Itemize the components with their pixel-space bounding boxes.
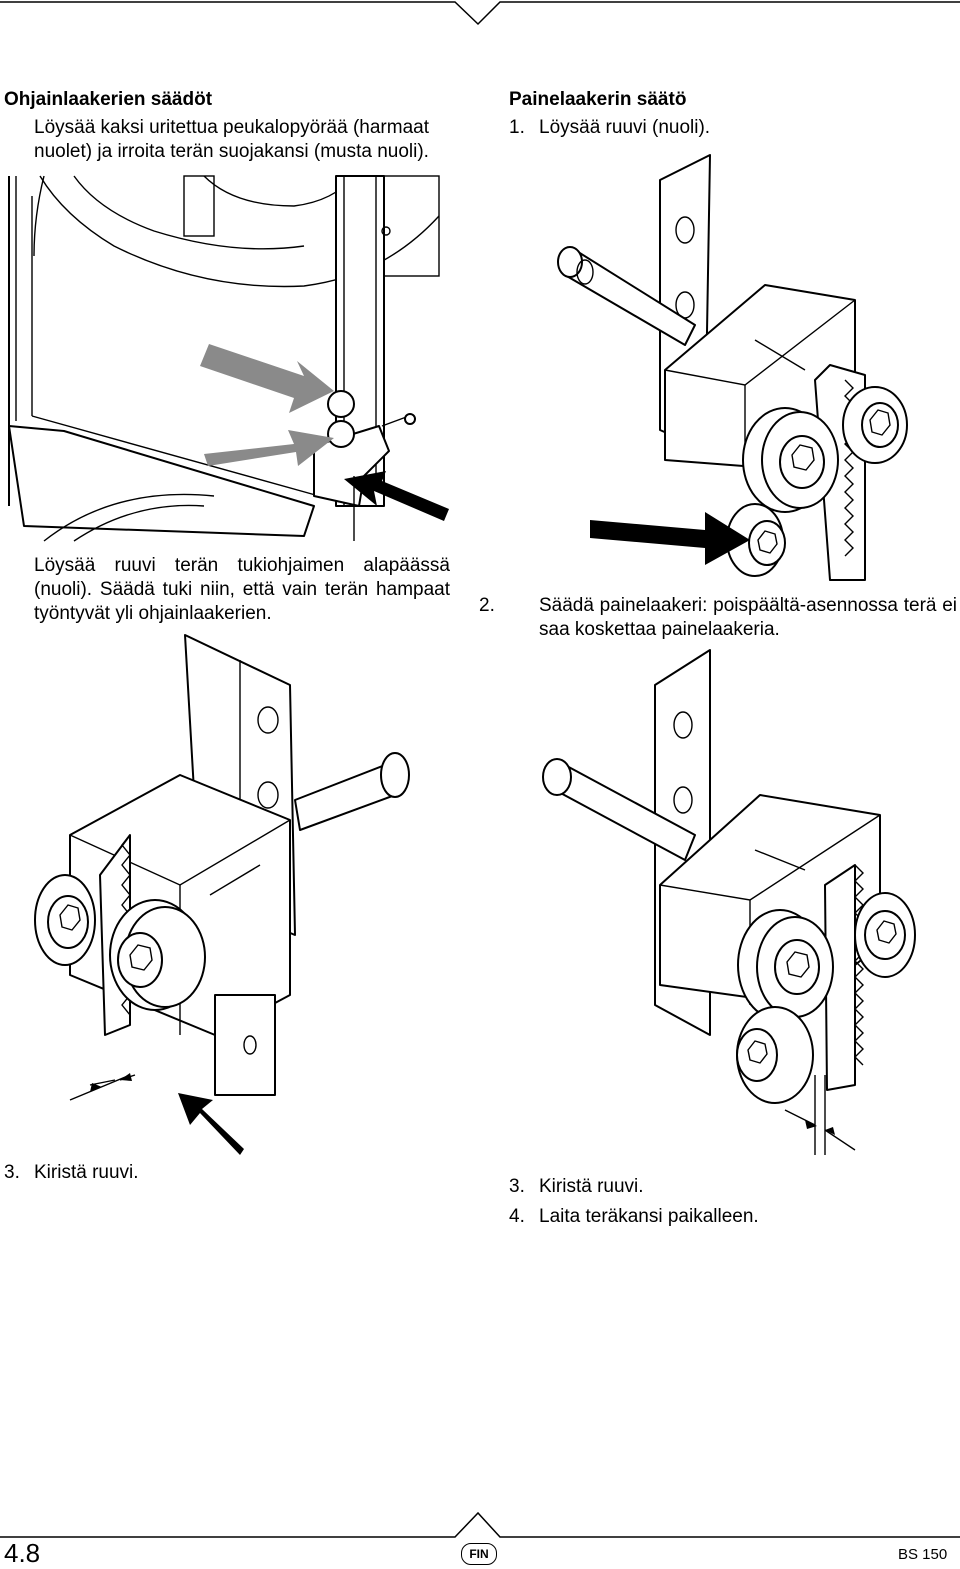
right-step-3-num: 3. (509, 1176, 525, 1197)
right-step-2: 2. Säädä painelaakeri: poispäältä-asennos… (479, 594, 957, 642)
left-step-1-num: 1. (4, 116, 34, 140)
illustration-side-guide (34, 634, 410, 1155)
model-label: BS 150 (898, 1546, 948, 1563)
illustration-guard-removal (4, 175, 449, 542)
right-heading: Painelaakerin säätö (509, 89, 687, 110)
illustration-pressure-bearing-1 (557, 154, 908, 581)
right-step-3-text: Kiristä ruuvi. (539, 1176, 644, 1197)
left-step-2: 2.Löysää ruuvi terän tukiohjaimen alapää… (4, 554, 450, 626)
left-step-3-text: Kiristä ruuvi. (34, 1162, 139, 1183)
left-step-2-text: Löysää ruuvi terän tukiohjaimen alapääss… (34, 555, 450, 624)
left-step-3-num: 3. (4, 1162, 20, 1183)
right-step-2-text: Säädä painelaakeri: poispäältä-asennossa… (539, 595, 957, 640)
header-rule (0, 1, 960, 26)
right-step-1: 1. Löysää ruuvi (nuoli). (509, 116, 955, 140)
right-step-4: 4. Laita teräkansi paikalleen. (509, 1205, 955, 1229)
left-step-1-text: Löysää kaksi uritettua peukalopyörää (ha… (34, 117, 430, 162)
right-step-3: 3. Kiristä ruuvi. (509, 1175, 955, 1199)
left-step-2-num: 2. (4, 554, 34, 578)
right-step-4-num: 4. (509, 1206, 525, 1227)
left-heading: Ohjainlaakerien säädöt (4, 89, 213, 110)
right-step-4-text: Laita teräkansi paikalleen. (539, 1206, 759, 1227)
page-number: 4.8 (4, 1538, 41, 1568)
right-step-1-num: 1. (509, 117, 525, 138)
illustration-pressure-bearing-2 (542, 649, 916, 1155)
right-step-2-num: 2. (479, 595, 495, 616)
footer-rule (0, 1511, 960, 1538)
left-step-3: 3. Kiristä ruuvi. (4, 1161, 450, 1185)
language-badge: FIN (461, 1543, 497, 1565)
left-step-1: 1.Löysää kaksi uritettua peukalopyörää (… (4, 116, 452, 164)
right-step-1-text: Löysää ruuvi (nuoli). (539, 117, 711, 138)
